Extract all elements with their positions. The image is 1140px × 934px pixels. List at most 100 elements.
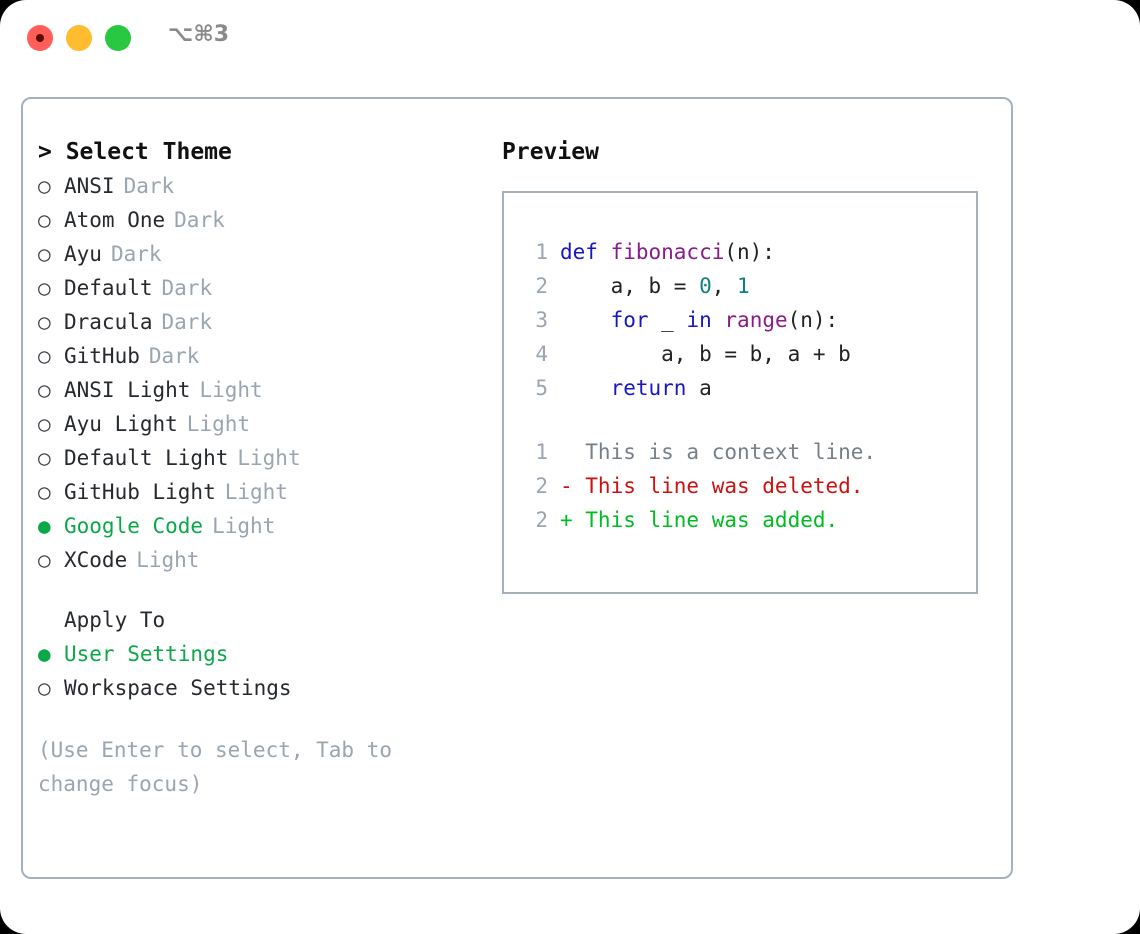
apply-to-options: ●User Settings ○ Workspace Settings [38,637,468,705]
line-number: 1 [535,440,548,464]
line-content: - This line was deleted. [560,469,863,503]
token-kw: in [686,308,712,332]
theme-option-name: Ayu Light [64,412,178,436]
theme-option-ayu[interactable]: ○ Ayu Dark [38,237,468,271]
token-ctx: This is a context line. [560,440,877,464]
apply-to-option-label: Workspace Settings [64,676,292,700]
theme-option-name: ANSI Light [64,378,191,402]
theme-option-name: Dracula [64,310,153,334]
radio-unselected-icon: ○ [38,412,51,436]
apply-to-label: Apply To [64,608,166,632]
theme-option-name: GitHub [64,344,140,368]
token-pln: a, b = [560,274,700,298]
theme-option-google-code[interactable]: ● Google Code Light [38,509,468,543]
token-add: + This line was added. [560,508,839,532]
token-pln: a, b = b, a + b [560,342,851,366]
keyboard-shortcut-label: ⌥⌘3 [168,22,230,47]
theme-option-kind: Light [199,378,263,402]
theme-option-name: Ayu [64,242,102,266]
token-pln: (n): [724,240,775,264]
title-bar: ⌥⌘3 [0,0,1140,78]
code-line: 4 a, b = b, a + b [520,337,976,371]
preview-title: Preview [502,139,599,165]
line-number: 2 [535,508,548,532]
theme-option-name: Default [64,276,153,300]
minimize-window-button[interactable] [66,25,92,51]
token-pln [712,308,725,332]
radio-unselected-icon: ○ [38,446,51,470]
radio-selected-icon: ● [38,514,51,538]
theme-option-kind: Dark [174,208,225,232]
theme-option-atom-one[interactable]: ○ Atom One Dark [38,203,468,237]
theme-option-kind: Dark [161,310,213,334]
theme-option-kind: Dark [148,344,200,368]
line-content: + This line was added. [560,503,838,537]
token-num: 1 [737,274,750,298]
theme-option-kind: Light [212,514,276,538]
line-content: for _ in range(n): [560,303,839,337]
close-window-button[interactable] [27,25,53,51]
token-pln: _ [648,308,687,332]
theme-option-kind: Light [237,446,301,470]
token-pln [560,376,611,400]
maximize-window-button[interactable] [105,25,131,51]
code-line: 5 return a [520,371,976,405]
diff-line: 2 + This line was added. [520,503,976,537]
code-line: 2 a, b = 0, 1 [520,269,976,303]
line-number: 4 [535,342,548,366]
apply-to-option-label: User Settings [64,642,229,666]
theme-option-kind: Light [186,412,251,436]
radio-unselected-icon: ○ [38,480,51,504]
token-fn: range [724,308,788,332]
line-number: 5 [535,376,548,400]
token-fn: fibonacci [610,240,725,264]
theme-option-ansi-light[interactable]: ○ ANSI Light Light [38,373,468,407]
apply-to-option-workspace-settings[interactable]: ○ Workspace Settings [38,671,468,705]
radio-unselected-icon: ○ [38,208,51,232]
theme-option-name: Google Code [64,514,204,538]
keyboard-hint: (Use Enter to select, Tab to change focu… [38,738,405,796]
line-content: This is a context line. [560,435,876,469]
line-number: 2 [535,474,548,498]
code-diff-spacer [520,405,976,435]
diff-line: 2 - This line was deleted. [520,469,976,503]
token-pln: , [711,274,738,298]
theme-option-kind: Light [136,548,200,572]
token-pln [560,308,611,332]
line-number: 3 [535,308,548,332]
theme-option-name: GitHub Light [64,480,216,504]
apply-to-option-user-settings[interactable]: ●User Settings [38,637,468,671]
radio-unselected-icon: ○ [38,676,51,700]
token-num: 0 [699,274,712,298]
radio-unselected-icon: ○ [38,548,51,572]
token-kw: for [610,308,649,332]
radio-unselected-icon: ○ [38,242,51,266]
theme-option-kind: Dark [110,242,162,266]
theme-option-ayu-light[interactable]: ○ Ayu Light Light [38,407,468,441]
diff-sample: 1 This is a context line. 2 - This line wa… [520,435,976,537]
code-line: 3 for _ in range(n): [520,303,976,337]
line-content: return a [560,371,712,405]
token-kw: return [610,376,687,400]
traffic-lights [27,25,131,51]
theme-option-kind: Dark [161,276,213,300]
line-number: 2 [535,274,548,298]
radio-unselected-icon: ○ [38,174,51,198]
apply-to-section: Apply To ●User Settings ○ Workspace Settin… [38,603,468,705]
theme-option-name: Atom One [64,208,166,232]
radio-unselected-icon: ○ [38,378,51,402]
